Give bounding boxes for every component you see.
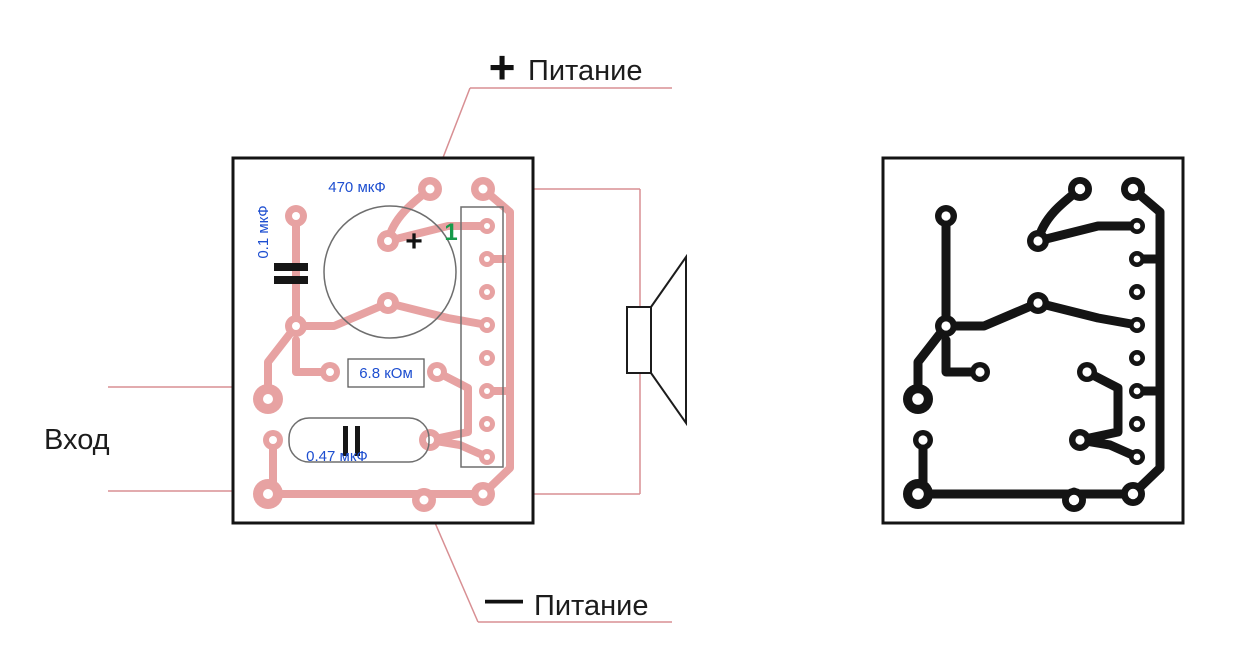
pad-hole <box>478 489 488 499</box>
cap047-plate-left <box>343 426 348 456</box>
power-minus-sign: — <box>485 579 523 621</box>
resistor-outline <box>347 358 425 388</box>
pad-hole <box>1133 354 1141 362</box>
copper-trace <box>384 299 491 329</box>
pad-hole <box>975 367 985 377</box>
pad-hole <box>912 488 924 500</box>
pad-hole <box>484 256 490 262</box>
pad-hole <box>1127 183 1139 195</box>
pad-hole <box>384 299 392 307</box>
copper-trace <box>1033 221 1142 246</box>
copper-trace <box>292 299 392 330</box>
pad-hole <box>484 454 490 460</box>
pad-hole <box>484 322 490 328</box>
res68-label: 6.8 кОм <box>359 365 413 382</box>
pad-hole <box>292 212 300 220</box>
pad-hole <box>484 355 490 361</box>
pad-hole <box>484 421 490 427</box>
pad-hole <box>941 321 951 331</box>
left-board: + 470 мкФ 0.1 мкФ 6.8 кОм 0.47 мкФ 1 <box>231 156 535 525</box>
cap01-label: 0.1 мкФ <box>255 205 272 258</box>
pad-hole <box>1068 494 1080 506</box>
right-board <box>881 156 1185 525</box>
pad-hole <box>1033 298 1043 308</box>
copper-trace <box>426 368 472 444</box>
pad-hole <box>426 436 434 444</box>
cap047-outline <box>288 417 430 463</box>
left-board-outline <box>231 156 535 525</box>
copper-trace <box>1128 184 1165 499</box>
pad-hole <box>433 368 441 376</box>
copper-trace <box>1033 298 1142 330</box>
copper-trace <box>1075 367 1123 445</box>
pad-hole <box>384 237 392 245</box>
pad-hole <box>326 368 334 376</box>
pad-hole <box>484 388 490 394</box>
pad-hole <box>1075 435 1085 445</box>
cap047-plate-right <box>355 426 360 456</box>
pad-hole <box>269 436 277 444</box>
pin1-label: 1 <box>444 219 457 246</box>
pad-hole <box>484 223 490 229</box>
pad-hole <box>263 489 273 499</box>
left-board-silkscreen: + <box>274 205 504 468</box>
power-plus-label: Питание <box>528 55 642 87</box>
right-board-outline <box>881 156 1185 525</box>
pad-hole <box>1074 183 1086 195</box>
electrolytic-cap-outline <box>323 205 457 339</box>
pad-hole <box>478 184 488 194</box>
pad-hole <box>263 394 273 404</box>
copper-trace <box>941 298 1043 331</box>
pad-hole <box>1133 321 1141 329</box>
copper-trace <box>941 335 985 377</box>
pad-hole <box>1133 420 1141 428</box>
ic-outline <box>460 206 504 468</box>
pad-hole <box>1127 488 1139 500</box>
pad-hole <box>918 435 928 445</box>
pad-hole <box>419 495 429 505</box>
copper-trace <box>479 185 514 498</box>
pad-hole <box>1133 387 1141 395</box>
component-labels: 470 мкФ 0.1 мкФ 6.8 кОм 0.47 мкФ <box>255 179 413 465</box>
power-plus-sign: + <box>489 41 516 93</box>
input-label: Вход <box>44 424 110 456</box>
pad-hole <box>425 184 435 194</box>
pad-hole <box>1133 222 1141 230</box>
pad-hole <box>1133 453 1141 461</box>
right-board-copper <box>903 177 1165 512</box>
pad-hole <box>1033 236 1043 246</box>
pad-hole <box>484 289 490 295</box>
cap01-plate-bottom <box>274 276 308 284</box>
cap047-label: 0.47 мкФ <box>306 448 368 465</box>
speaker-cone <box>650 253 687 427</box>
pad-hole <box>1082 367 1092 377</box>
speaker-body <box>626 306 652 374</box>
pad-hole <box>292 322 300 330</box>
cap470-label: 470 мкФ <box>328 179 385 196</box>
cap-polarity-plus: + <box>405 225 423 258</box>
copper-trace <box>292 336 334 376</box>
copper-trace <box>384 222 491 245</box>
speaker-icon <box>626 253 687 427</box>
pad-hole <box>941 211 951 221</box>
pad-hole <box>1133 255 1141 263</box>
pad-hole <box>1133 288 1141 296</box>
cap01-plate-top <box>274 263 308 271</box>
pad-hole <box>912 393 924 405</box>
power-minus-label: Питание <box>534 590 648 622</box>
